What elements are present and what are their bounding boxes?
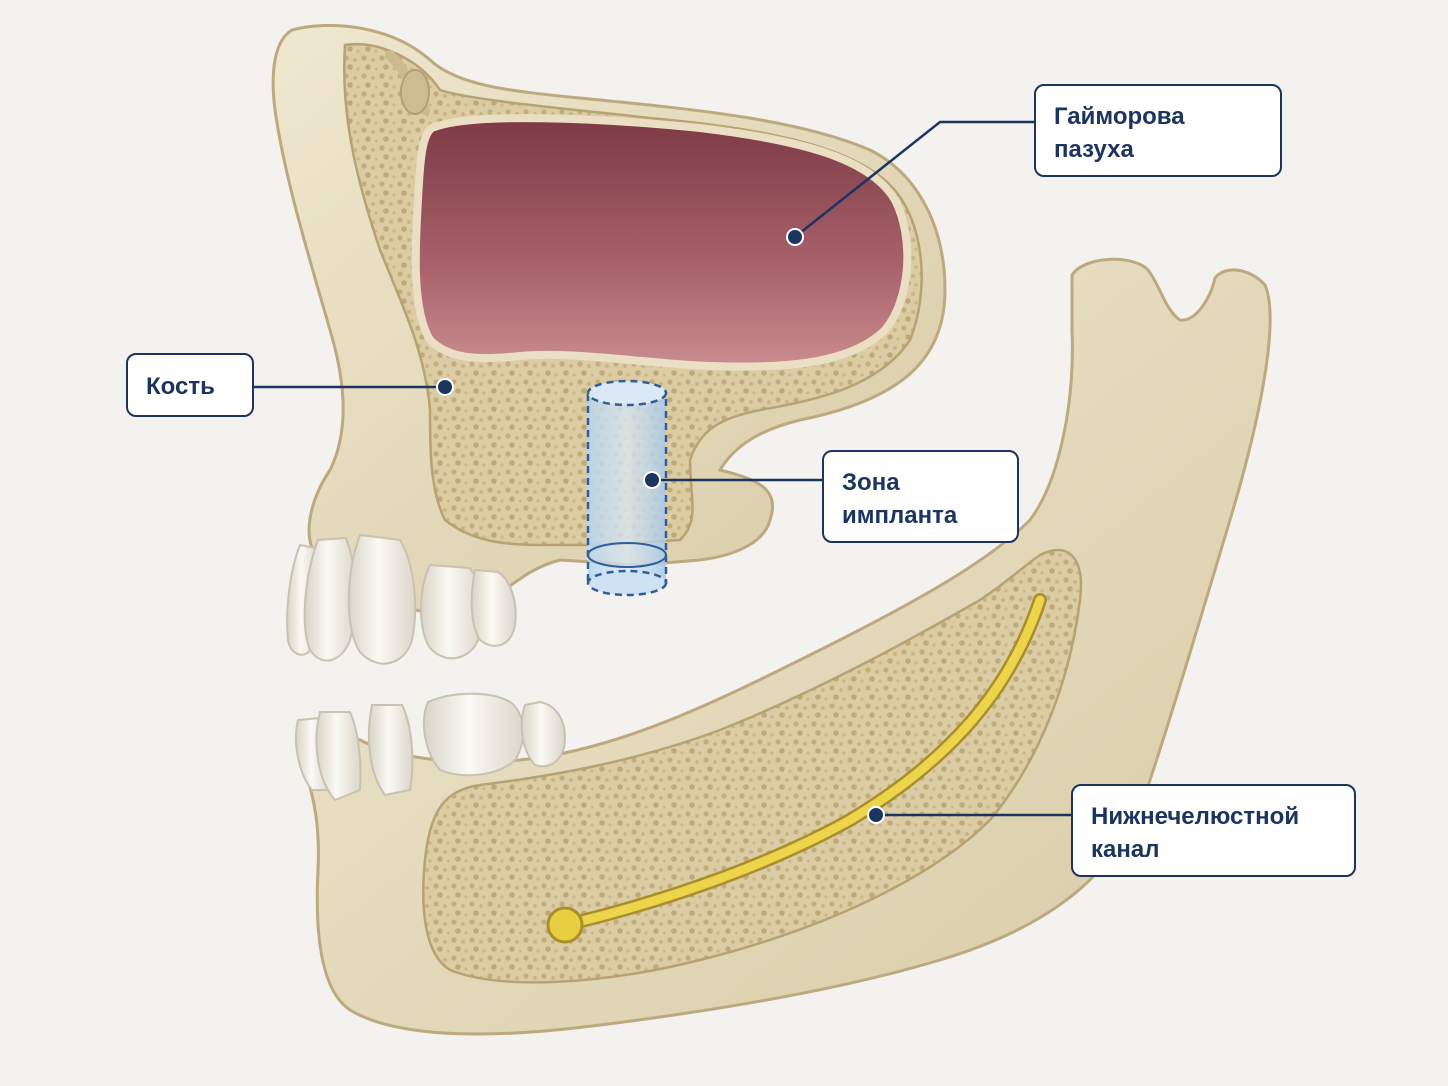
label-bone-line1: Кость xyxy=(146,373,215,400)
lower-teeth xyxy=(294,692,567,802)
callout-pointer-dot-icon xyxy=(867,806,885,824)
label-mandibular-canal-line1: Нижнечелюстной xyxy=(1091,803,1300,830)
label-maxillary-sinus-line1: Гайморова xyxy=(1054,103,1185,130)
label-implant-zone-line1: Зона xyxy=(842,469,900,496)
callout-pointer-dot-icon xyxy=(436,378,454,396)
label-implant-zone: Зона импланта xyxy=(822,450,1019,543)
label-maxillary-sinus: Гайморова пазуха xyxy=(1034,84,1282,177)
label-implant-zone-line2: импланта xyxy=(842,502,958,529)
upper-teeth xyxy=(286,533,517,665)
mandible xyxy=(294,257,1272,1036)
label-maxillary-sinus-line2: пазуха xyxy=(1054,136,1134,163)
leader-sinus xyxy=(794,120,1034,238)
maxilla xyxy=(271,23,947,665)
leader-lines xyxy=(254,120,1071,817)
callout-pointer-dot-icon xyxy=(786,228,804,246)
callout-pointer-dot-icon xyxy=(643,471,661,489)
label-bone: Кость xyxy=(126,353,254,417)
label-mandibular-canal: Нижнечелюстной канал xyxy=(1071,784,1356,877)
callout-pointer-dots xyxy=(436,228,885,824)
label-mandibular-canal-line2: канал xyxy=(1091,836,1160,863)
